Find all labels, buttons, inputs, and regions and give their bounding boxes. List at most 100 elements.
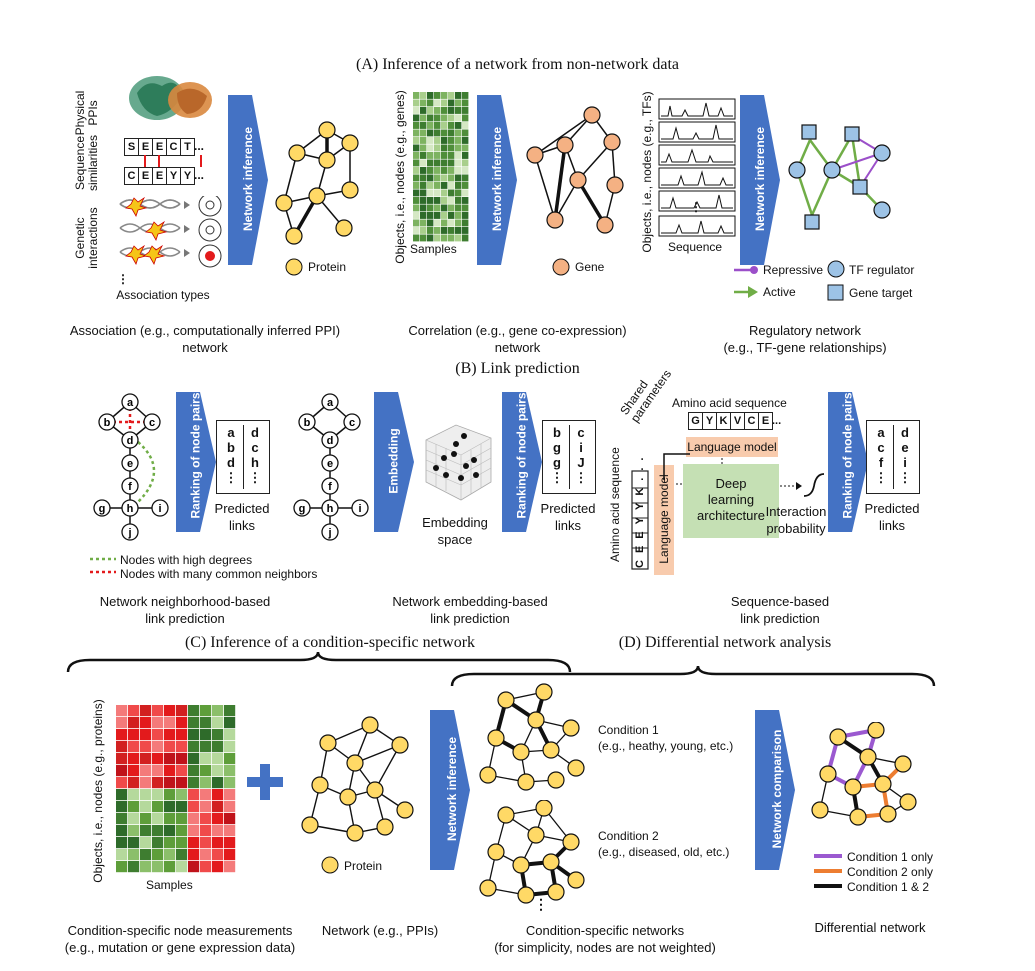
node-e: e: [127, 458, 133, 470]
node-h: h: [127, 503, 134, 515]
gene-legend-label: Gene: [575, 260, 605, 274]
caption-c2: Network (e.g., PPIs): [321, 923, 439, 938]
objects-genes-label: Objects, i.e., nodes (e.g., genes): [393, 90, 407, 264]
ranking-arrow-1: Ranking of node pairs: [176, 392, 218, 532]
caption-c1: Condition-specific node measurements(e.g…: [64, 923, 296, 955]
node-j: j: [127, 527, 131, 539]
gene-network: [526, 106, 624, 234]
embedding-cube: [425, 424, 492, 501]
repressive-legend: Repressive: [763, 263, 824, 277]
network-inference-arrow-1: Network inference: [228, 95, 270, 265]
differential-network: [811, 722, 917, 826]
caption-c3: Condition-specific networks(for simplici…: [494, 923, 716, 955]
protein-structure-image: [129, 76, 212, 120]
assoc-more-dots: ⋮: [117, 272, 129, 286]
svg-text:c: c: [349, 417, 355, 429]
tf-legend-icons: [827, 260, 845, 301]
network-inference-arrow-c: Network inference: [430, 710, 472, 870]
condition2-network: [479, 800, 585, 904]
node-g: g: [99, 503, 106, 515]
regulatory-network: [788, 124, 891, 230]
caption-a2: Correlation (e.g., gene co-expression)ne…: [408, 323, 627, 355]
network-inference-arrow-3: Network inference: [740, 95, 782, 265]
node-f: f: [128, 481, 132, 493]
genetic-interactions-image: [119, 196, 222, 268]
condition2-label: Condition 2: [598, 829, 659, 843]
caption-a1: Association (e.g., computationally infer…: [69, 323, 341, 355]
amino-top-label: Amino acid sequence: [672, 396, 787, 410]
node-c: c: [149, 417, 155, 429]
condition1-label: Condition 1: [598, 723, 659, 737]
node-i: i: [158, 503, 161, 515]
language-model-left: Language model: [654, 465, 674, 575]
node-a: a: [127, 397, 134, 409]
condition2-sub: (e.g., diseased, old, etc.): [598, 845, 730, 859]
svg-text:f: f: [328, 481, 332, 493]
network-inference-arrow-2: Network inference: [477, 95, 519, 265]
differential-legend-lines: [814, 854, 842, 888]
amino-left-label: Amino acid sequence: [608, 447, 622, 562]
base-ppi-network: [301, 716, 414, 842]
caption-d: Differential network: [814, 920, 926, 935]
plus-icon: [247, 764, 283, 800]
svg-text:e: e: [327, 458, 333, 470]
more-networks-dots: ⋮: [534, 896, 548, 912]
legend-condition1-only: Condition 1 only: [847, 850, 934, 864]
section-c-title: (C) Inference of a condition-specific ne…: [184, 634, 476, 651]
svg-text:h: h: [327, 503, 334, 515]
section-braces: [66, 651, 936, 687]
legend-condition2-only: Condition 2 only: [847, 865, 934, 879]
legend-condition1-2: Condition 1 & 2: [847, 880, 930, 894]
svg-text:b: b: [304, 417, 311, 429]
svg-text:j: j: [327, 527, 331, 539]
regulatory-legend-arrows: [734, 266, 758, 298]
protein-legend-icon-c: [321, 856, 339, 874]
legend-lines-b: [90, 557, 116, 574]
legend-high-degree: Nodes with high degrees: [120, 553, 253, 567]
section-a-title: (A) Inference of a network from non-netw…: [356, 56, 679, 73]
seq-match-lines: [144, 155, 202, 167]
network-comparison-arrow: Network comparison: [755, 710, 797, 870]
objects-proteins-label: Objects, i.e., nodes (e.g., proteins): [91, 699, 105, 883]
sequence-label: Sequence: [668, 240, 723, 254]
svg-text:g: g: [299, 503, 306, 515]
sequence-more-dots: ⋮: [690, 200, 702, 214]
condition1-sub: (e.g., heathy, young, etc.): [598, 739, 734, 753]
protein-legend-label: Protein: [308, 260, 347, 274]
protein-legend-label-c: Protein: [344, 859, 383, 873]
expression-heatmap-a: [413, 92, 469, 242]
amino-left-seq: [631, 470, 649, 570]
caption-a3: Regulatory network(e.g., TF-gene relatio…: [723, 323, 887, 355]
node-b: b: [104, 417, 111, 429]
node-d: d: [127, 435, 134, 447]
embedding-arrow: Embedding: [374, 392, 416, 532]
tf-regulator-legend: TF regulator: [849, 263, 915, 277]
condition1-network: [479, 683, 585, 791]
legend-common-neighbors: Nodes with many common neighbors: [120, 567, 318, 581]
active-legend: Active: [763, 285, 796, 299]
samples-label-c: Samples: [146, 878, 193, 892]
graph-neighborhood: a b c d e f g h i j: [93, 393, 169, 541]
protein-legend-icon: [285, 258, 303, 276]
svg-text:i: i: [358, 503, 361, 515]
graph-embedding: a b c d e f g h i j: [293, 393, 369, 541]
gene-legend-icon: [552, 258, 570, 276]
section-d-title: (D) Differential network analysis: [618, 634, 832, 651]
